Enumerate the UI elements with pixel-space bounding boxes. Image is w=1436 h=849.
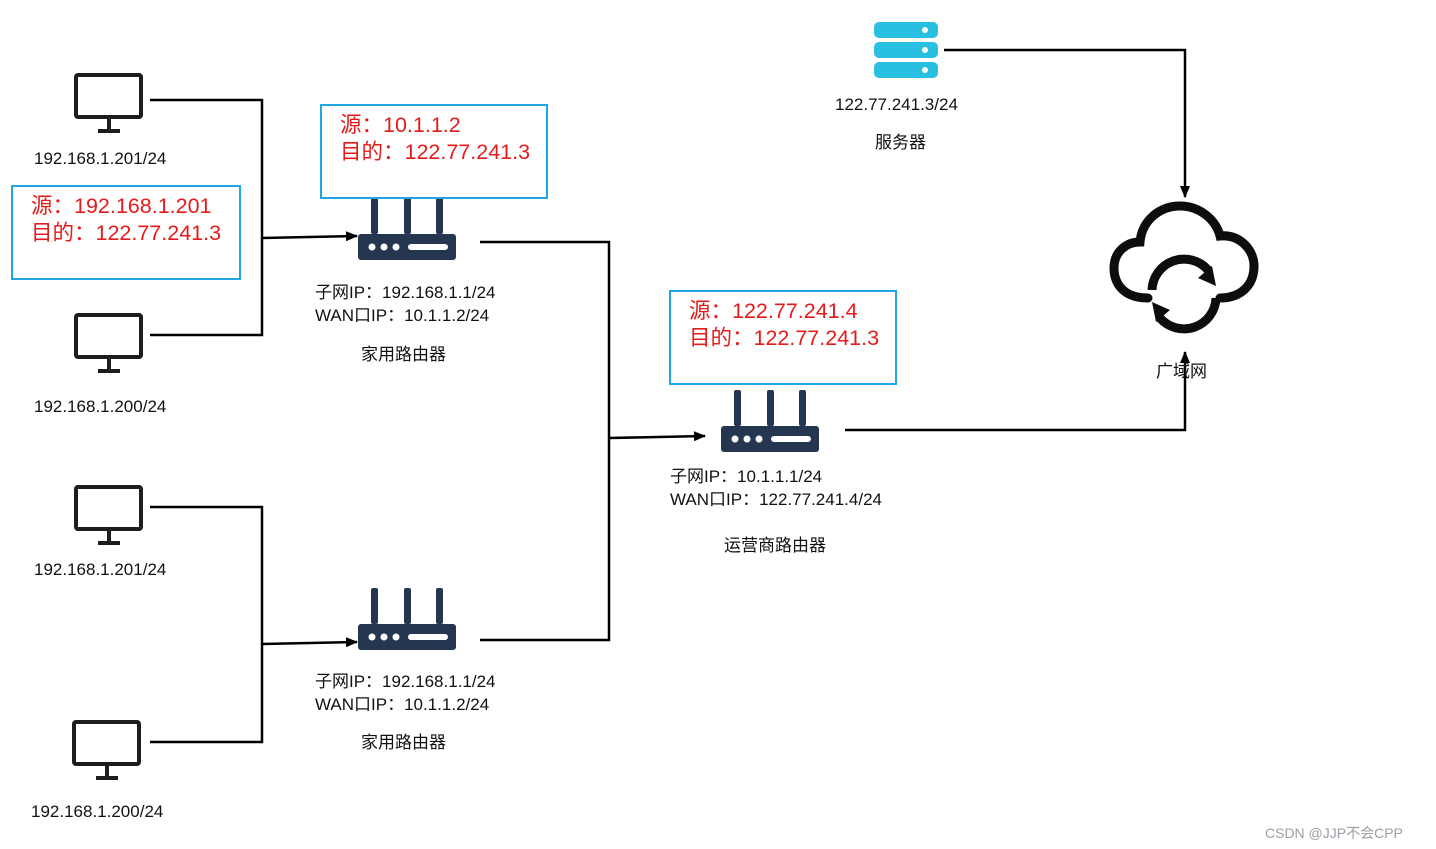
monitor-icon [74, 485, 143, 545]
home-router-subnet-ip: 子网IP：192.168.1.1/24 [315, 672, 496, 691]
wan-name: 广域网 [1156, 362, 1207, 381]
packet-info-box: 源：10.1.1.2 目的：122.77.241.3 [320, 104, 548, 199]
home-router-wan-ip: WAN口IP：10.1.1.2/24 [315, 306, 490, 325]
link-isp-to-wan [845, 351, 1190, 432]
server-ip: 122.77.241.3/24 [835, 95, 958, 114]
home-router-name: 家用路由器 [361, 733, 446, 752]
isp-router-name: 运营商路由器 [724, 536, 826, 555]
packet-destination: 目的：122.77.241.3 [31, 221, 222, 245]
router-icon [358, 198, 456, 260]
home-router-wan-ip: WAN口IP：10.1.1.2/24 [315, 695, 490, 714]
link-home-routers-to-isp [480, 240, 611, 642]
packet-info-box: 源：122.77.241.4 目的：122.77.241.3 [669, 290, 897, 385]
cloud-sync-icon [1109, 201, 1259, 334]
host-ip-label: 192.168.1.201/24 [34, 149, 167, 168]
isp-router-wan-ip: WAN口IP：122.77.241.4/24 [670, 490, 882, 509]
packet-info-box: 源：192.168.1.201 目的：122.77.241.3 [11, 185, 241, 280]
home-router-subnet-ip: 子网IP：192.168.1.1/24 [315, 283, 496, 302]
server-name: 服务器 [875, 133, 926, 152]
link-host-a1 [150, 98, 264, 337]
link-to-isp-router [608, 431, 706, 442]
link-host-b1 [150, 505, 264, 744]
home-router-name: 家用路由器 [361, 345, 446, 364]
host-ip-label: 192.168.1.200/24 [31, 802, 164, 821]
isp-router-subnet-ip: 子网IP：10.1.1.1/24 [670, 467, 823, 486]
packet-destination: 目的：122.77.241.3 [689, 326, 880, 350]
packet-source: 源：10.1.1.2 [340, 113, 461, 137]
host-ip-label: 192.168.1.200/24 [34, 397, 167, 416]
link-lan-b-to-router [261, 637, 358, 648]
link-lan-a-to-router [261, 231, 358, 242]
host-ip-label: 192.168.1.201/24 [34, 560, 167, 579]
monitor-icon [74, 313, 143, 373]
link-server-to-wan [944, 48, 1190, 198]
watermark: CSDN @JJP不会CPP [1265, 825, 1403, 841]
router-icon [721, 390, 819, 452]
monitor-icon [74, 73, 143, 133]
server-icon [874, 22, 938, 78]
packet-destination: 目的：122.77.241.3 [340, 140, 531, 164]
packet-source: 源：192.168.1.201 [31, 194, 212, 218]
monitor-icon [72, 720, 141, 780]
packet-source: 源：122.77.241.4 [689, 299, 858, 323]
router-icon [358, 588, 456, 650]
